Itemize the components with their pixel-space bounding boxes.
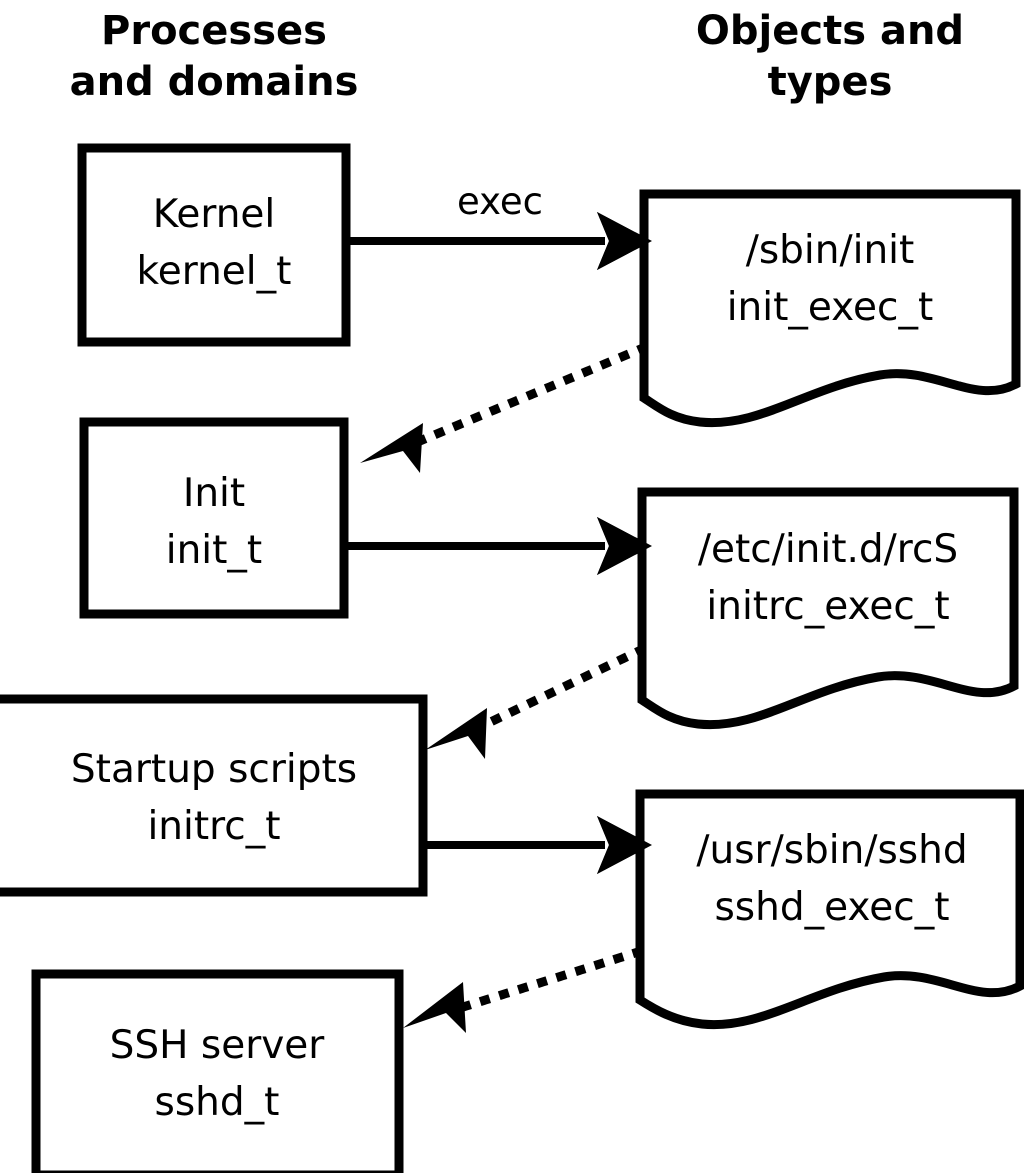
- process-node-init-type: init_t: [166, 528, 262, 573]
- process-node-kernel-box[interactable]: [77, 143, 351, 347]
- edge-label-exec: exec: [457, 180, 543, 223]
- edge-rcs-to-initrc-arrowhead: [425, 708, 487, 759]
- arrowhead-exec-kernel-overlay: [597, 212, 652, 270]
- column-title-processes-line2: and domains: [70, 59, 359, 105]
- process-node-ssh-server-name: SSH server: [110, 1023, 326, 1068]
- process-node-startup-scripts-type: initrc_t: [147, 804, 280, 849]
- column-title-objects-line1: Objects and: [696, 8, 964, 54]
- arrowheads-overlay: [597, 212, 652, 874]
- column-title-objects: Objects and types: [696, 8, 964, 105]
- edge-rcs-to-initrc: [425, 643, 648, 759]
- object-node-rcs[interactable]: /etc/init.d/rcS initrc_exec_t: [637, 487, 1019, 730]
- process-node-init-box[interactable]: [79, 417, 349, 619]
- process-node-init-name: Init: [183, 471, 245, 516]
- object-node-sbin-init-type: init_exec_t: [727, 285, 934, 330]
- process-node-startup-scripts[interactable]: Startup scripts initrc_t: [0, 694, 428, 897]
- process-node-kernel-type: kernel_t: [137, 249, 292, 294]
- process-node-ssh-server-box[interactable]: [31, 969, 404, 1173]
- process-node-ssh-server-type: sshd_t: [155, 1080, 280, 1125]
- edge-sshd-exec-to-sshd-arrowhead: [403, 982, 466, 1033]
- edge-sbin-init-to-init-line: [409, 342, 649, 449]
- object-node-sbin-init-path: /sbin/init: [746, 228, 915, 273]
- column-title-processes: Processes and domains: [70, 8, 359, 105]
- arrowhead-exec-initrc-overlay: [597, 816, 652, 874]
- object-node-rcs-doc-shape[interactable]: [637, 487, 1019, 730]
- process-node-kernel[interactable]: Kernel kernel_t: [77, 143, 351, 347]
- process-node-kernel-name: Kernel: [153, 192, 276, 237]
- object-node-sshd-type: sshd_exec_t: [714, 885, 949, 930]
- object-node-sbin-init[interactable]: /sbin/init init_exec_t: [639, 189, 1021, 428]
- object-node-sbin-init-doc-shape[interactable]: [639, 189, 1021, 428]
- edge-rcs-to-initrc-line: [473, 643, 648, 734]
- edge-sbin-init-to-init-arrowhead: [360, 423, 423, 473]
- object-node-sshd-doc-shape[interactable]: [635, 789, 1024, 1030]
- object-node-rcs-path: /etc/init.d/rcS: [698, 527, 958, 572]
- column-title-objects-line2: types: [768, 59, 893, 105]
- edge-sbin-init-to-init: [360, 342, 649, 473]
- edge-sshd-exec-to-sshd: [403, 946, 644, 1033]
- process-node-init[interactable]: Init init_t: [79, 417, 349, 619]
- object-node-sshd[interactable]: /usr/sbin/sshd sshd_exec_t: [635, 789, 1024, 1030]
- process-node-startup-scripts-box[interactable]: [0, 694, 428, 897]
- process-node-ssh-server[interactable]: SSH server sshd_t: [31, 969, 404, 1173]
- object-node-rcs-type: initrc_exec_t: [706, 584, 949, 629]
- arrowhead-exec-init-overlay: [597, 517, 652, 575]
- process-node-startup-scripts-name: Startup scripts: [71, 747, 357, 792]
- edge-sshd-exec-to-sshd-line: [454, 946, 644, 1014]
- column-title-processes-line1: Processes: [101, 8, 327, 54]
- object-node-sshd-path: /usr/sbin/sshd: [696, 828, 967, 873]
